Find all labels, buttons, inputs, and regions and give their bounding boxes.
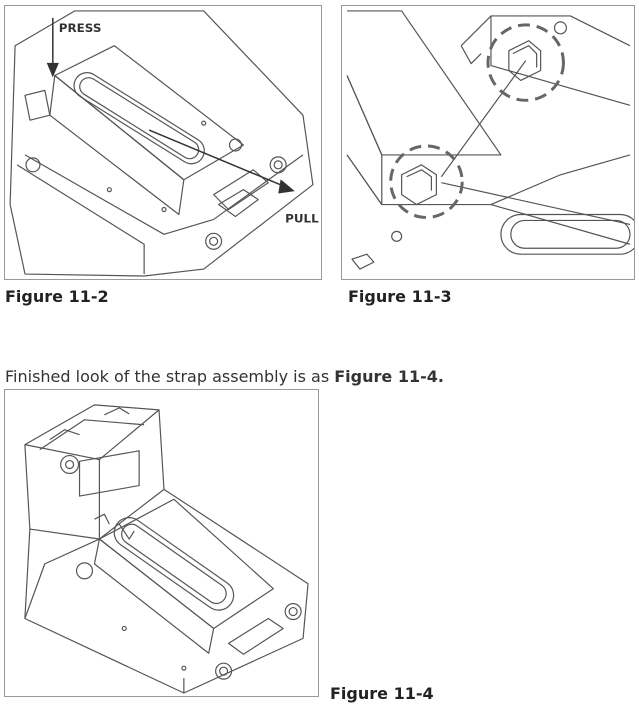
figure-11-2-caption: Figure 11-2 xyxy=(5,287,109,306)
finished-strap-assembly-drawing xyxy=(24,404,309,694)
figure-11-2-illustration: PRESS PULL xyxy=(4,5,322,280)
figure-reference: Figure 11-4. xyxy=(334,367,444,386)
paragraph-text: Finished look of the strap assembly is a… xyxy=(5,367,335,386)
strap-removal-press-pull-drawing: PRESS PULL xyxy=(9,10,319,277)
figure-11-4-illustration xyxy=(4,389,319,697)
pull-label: PULL xyxy=(285,211,319,225)
strap-clip-detail-drawing xyxy=(346,10,634,270)
figure-11-3-caption: Figure 11-3 xyxy=(348,287,452,306)
press-label: PRESS xyxy=(59,21,102,35)
figure-11-3-illustration xyxy=(341,5,635,280)
figure-11-4-caption: Figure 11-4 xyxy=(330,684,434,703)
strap-assembly-paragraph: Finished look of the strap assembly is a… xyxy=(5,367,444,386)
